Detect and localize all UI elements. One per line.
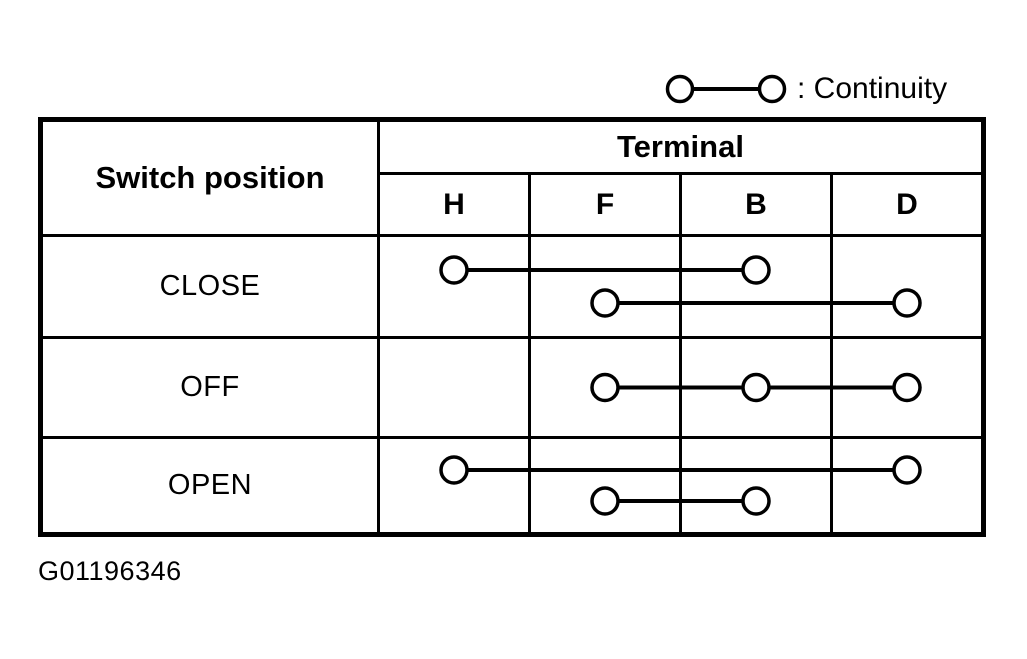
row-label-open: OPEN	[167, 469, 253, 501]
grid-line	[43, 336, 981, 339]
column-header-f: F	[595, 187, 615, 221]
continuity-terminal-circle	[741, 486, 771, 516]
row-label-off: OFF	[180, 371, 240, 403]
column-header-b: B	[745, 187, 767, 221]
grid-line	[528, 172, 531, 532]
continuity-terminal-circle	[439, 255, 469, 285]
continuity-terminal-circle	[590, 486, 620, 516]
grid-line	[830, 172, 833, 532]
terminal-group-header: Terminal	[617, 129, 744, 164]
grid-line	[679, 172, 682, 532]
grid-line	[43, 436, 981, 439]
continuity-terminal-circle	[590, 288, 620, 318]
continuity-terminal-circle	[439, 455, 469, 485]
continuity-symbol-icon	[665, 74, 787, 104]
continuity-terminal-circle	[741, 255, 771, 285]
corner-header-switch-position: Switch position	[95, 160, 325, 195]
legend-label: : Continuity	[797, 72, 948, 105]
continuity-terminal-circle	[741, 372, 771, 403]
continuity-terminal-circle	[892, 455, 922, 485]
continuity-table: Switch position Terminal H F B D CLOSE O…	[38, 117, 986, 537]
column-header-d: D	[896, 187, 918, 221]
grid-line	[43, 234, 981, 237]
row-label-close: CLOSE	[159, 270, 261, 302]
continuity-legend: : Continuity	[664, 72, 947, 106]
continuity-terminal-circle	[892, 372, 922, 403]
grid-line	[377, 122, 380, 532]
figure-id: G01196346	[38, 556, 182, 586]
continuity-terminal-circle	[590, 372, 620, 403]
continuity-terminal-circle	[892, 288, 922, 318]
column-header-h: H	[443, 187, 465, 221]
